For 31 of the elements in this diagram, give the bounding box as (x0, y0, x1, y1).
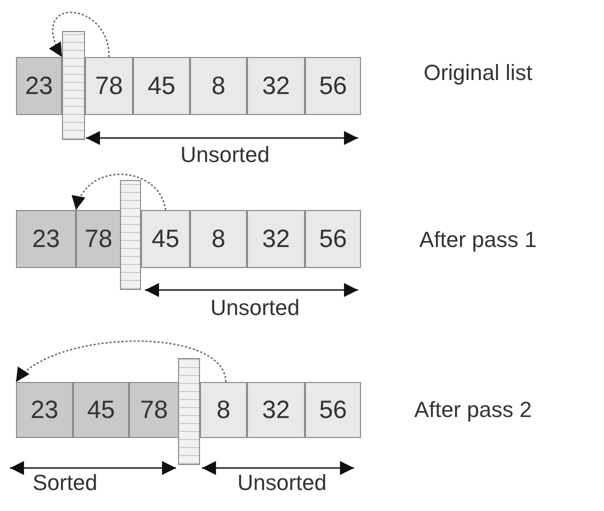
array-cell: 32 (247, 210, 305, 268)
range-label: Unsorted (210, 295, 300, 321)
array-cell: 78 (76, 210, 121, 268)
array-cell: 56 (305, 382, 361, 438)
insertion-arrow (74, 174, 166, 210)
array-cell: 32 (247, 382, 305, 438)
divider-wall (62, 31, 85, 140)
insertion-arrow (16, 340, 226, 382)
array-cell: 8 (190, 210, 247, 268)
array-cell: 78 (85, 57, 133, 115)
row-label: Original list (424, 60, 532, 86)
array-cell: 56 (305, 57, 361, 115)
array-cell: 23 (16, 57, 62, 115)
range-label: Unsorted (237, 470, 327, 496)
array-cell: 23 (16, 210, 76, 268)
divider-wall (120, 180, 141, 290)
range-label: Sorted (32, 470, 98, 496)
array-cell: 8 (200, 382, 247, 438)
insertion-arrow (50, 12, 110, 58)
array-cell: 56 (305, 210, 361, 268)
row-label: After pass 1 (419, 227, 537, 253)
range-label: Unsorted (180, 142, 270, 168)
array-cell: 8 (190, 57, 247, 115)
row-label: After pass 2 (414, 397, 532, 423)
array-cell: 45 (141, 210, 190, 268)
array-cell: 45 (73, 382, 129, 438)
divider-wall (178, 358, 200, 465)
array-cell: 23 (16, 382, 73, 438)
array-cell: 45 (133, 57, 190, 115)
array-cell: 78 (129, 382, 179, 438)
array-cell: 32 (247, 57, 305, 115)
